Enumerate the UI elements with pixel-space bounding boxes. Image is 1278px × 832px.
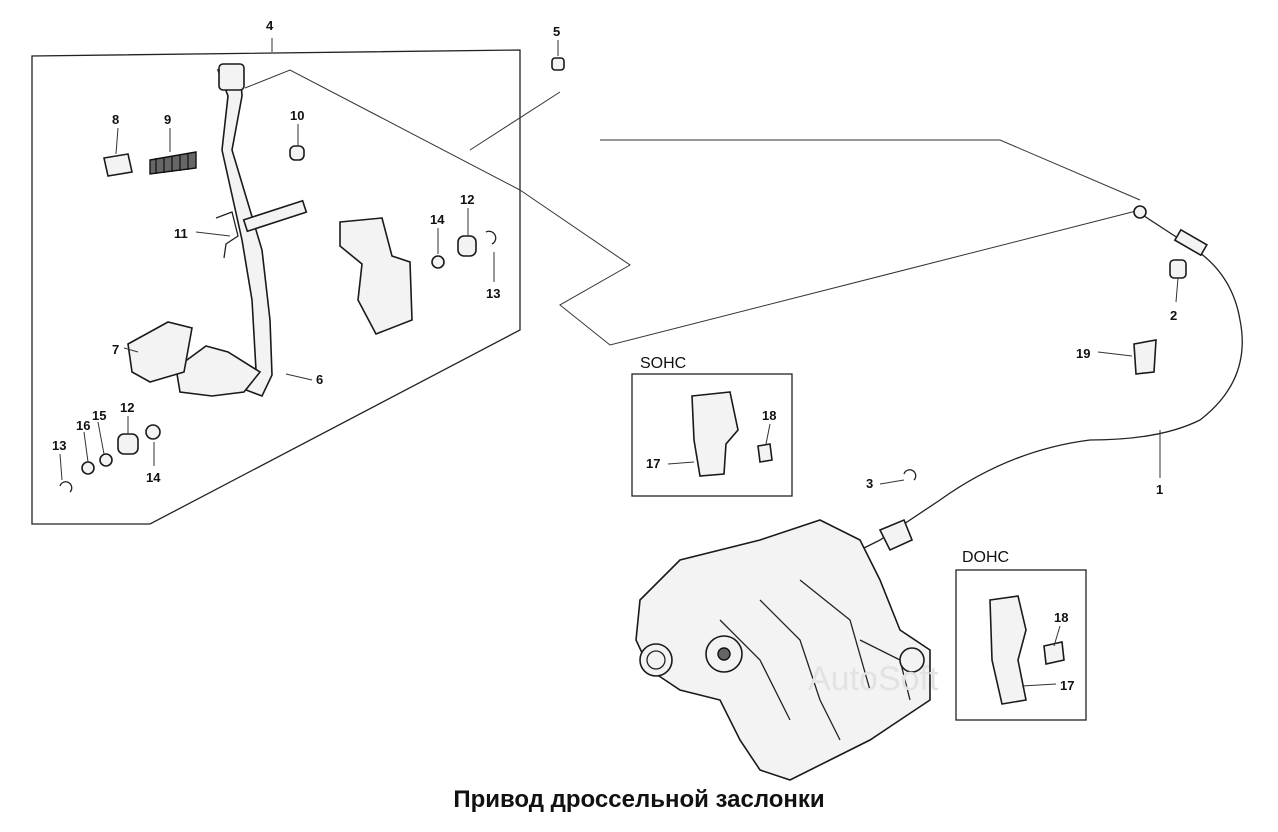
washer-left-15 (99, 453, 113, 467)
manifold-body (635, 519, 931, 781)
callout-17-sohc: 17 (646, 456, 660, 471)
callout-5: 5 (553, 24, 560, 39)
callout-19: 19 (1076, 346, 1090, 361)
callout-1: 1 (1156, 482, 1163, 497)
callout-14-right: 14 (430, 212, 445, 227)
leader-lines (59, 124, 1179, 687)
intake-manifold (635, 519, 931, 781)
bushing-right (457, 235, 477, 257)
clip-left (59, 481, 73, 493)
callout-2: 2 (1170, 308, 1177, 323)
throttle-end-fitting (878, 518, 914, 552)
cable-adjuster (1173, 228, 1208, 257)
manifold-port (899, 647, 925, 673)
clip-right (485, 230, 497, 245)
spring-coils (155, 154, 189, 174)
return-spring (149, 151, 197, 175)
callout-11: 11 (174, 226, 188, 241)
pedal-assembly-frame (31, 49, 521, 525)
washer-left-14 (145, 424, 161, 440)
clip-11 (215, 211, 239, 259)
dohc-frame (955, 569, 1087, 721)
callout-8: 8 (112, 112, 119, 127)
washer-left-16 (81, 461, 95, 475)
callout-labels: 4 5 8 9 10 11 12 14 13 7 6 12 15 16 13 1… (52, 18, 1177, 693)
diagram-title: Привод дроссельной заслонки (453, 786, 825, 813)
dohc-label: DOHC (962, 549, 1009, 566)
bolt (103, 153, 133, 177)
callout-3: 3 (866, 476, 873, 491)
pivot-shaft (242, 199, 308, 233)
dohc-detail: DOHC (955, 549, 1087, 721)
throttle-bore-inner (646, 650, 666, 670)
callout-14-left: 14 (146, 470, 161, 485)
callout-17-dohc: 17 (1060, 678, 1074, 693)
sohc-label: SOHC (640, 355, 686, 372)
callout-4: 4 (266, 18, 274, 33)
nut (551, 57, 565, 71)
callout-7: 7 (112, 342, 119, 357)
throttle-bore (639, 643, 673, 677)
callout-13-right: 13 (486, 286, 500, 301)
dohc-screw (1043, 641, 1065, 665)
bushing-left (117, 433, 139, 455)
sohc-detail: SOHC (631, 355, 793, 497)
pedal-pad (175, 345, 262, 397)
callout-16: 16 (76, 418, 90, 433)
callout-12-right: 12 (460, 192, 474, 207)
pedal-pad-cover (127, 321, 193, 383)
callout-9: 9 (164, 112, 171, 127)
retaining-clip-3 (903, 469, 917, 481)
cable-end-fitting (1133, 205, 1147, 219)
callout-6: 6 (316, 372, 323, 387)
callout-18-dohc: 18 (1054, 610, 1068, 625)
projection-lines (244, 69, 1141, 346)
pedal-bracket (339, 217, 413, 336)
washer-right (431, 255, 445, 269)
sohc-frame (631, 373, 793, 497)
grommet-2 (1169, 259, 1187, 279)
watermark: AutoSoft (808, 660, 939, 698)
callout-15: 15 (92, 408, 106, 423)
sohc-bracket (691, 391, 739, 477)
callout-10: 10 (290, 108, 304, 123)
dohc-bracket (989, 595, 1027, 705)
throttle-lever-hub (717, 647, 731, 661)
manifold-runners (719, 579, 911, 741)
pedal-top-clip (218, 63, 245, 91)
callout-13-left: 13 (52, 438, 66, 453)
throttle-cable (719, 211, 1243, 631)
pedal-arm (216, 67, 273, 398)
cable-clip-19 (1133, 339, 1157, 375)
callout-18-sohc: 18 (762, 408, 776, 423)
sohc-screw (757, 443, 773, 463)
pedal-assembly-group (31, 38, 1141, 525)
callout-12-left: 12 (120, 400, 134, 415)
bushing (289, 145, 305, 161)
